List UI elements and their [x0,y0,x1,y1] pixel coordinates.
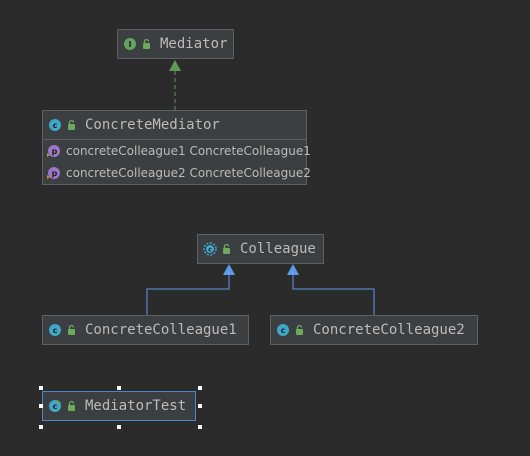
selection-handle[interactable] [39,404,43,408]
edge-extends-arrowhead [287,264,299,275]
member-text: concreteColleague2 ConcreteColleague2 [66,166,311,180]
edge-extends-arrowhead [223,264,235,275]
selection-handle[interactable] [39,425,43,429]
svg-text:p: p [52,147,58,156]
uml-node-mediator-test[interactable]: c MediatorTest [42,391,196,421]
selection-handle[interactable] [39,386,43,390]
node-header: I Mediator [118,30,233,58]
selection-handle[interactable] [198,425,202,429]
svg-text:p: p [52,169,58,178]
uml-node-mediator[interactable]: I Mediator [117,29,234,59]
property-icon: p [47,145,60,157]
class-icon: c [277,324,289,336]
edge-implements-arrowhead [169,60,181,71]
lock-icon [68,119,75,130]
node-name: ConcreteColleague1 [85,322,237,338]
node-header: c ConcreteColleague2 [271,316,477,344]
uml-node-colleague[interactable]: c Colleague [197,234,324,264]
node-header: c MediatorTest [43,392,195,420]
node-name: Mediator [160,36,228,52]
lock-icon [68,324,75,335]
uml-node-concrete-colleague2[interactable]: c ConcreteColleague2 [270,315,478,345]
selection-handle[interactable] [117,425,121,429]
member-text: concreteColleague1 ConcreteColleague1 [66,144,311,158]
property-icon: p [47,167,60,179]
member-row[interactable]: p concreteColleague2 ConcreteColleague2 [43,162,311,184]
node-header: c Colleague [198,235,323,263]
edge-extends-line[interactable] [146,274,230,315]
node-name: MediatorTest [85,398,187,414]
svg-text:c: c [281,326,286,335]
class-icon: c [49,324,61,336]
abstract-class-icon: c [203,242,217,256]
svg-text:c: c [53,121,58,130]
interface-icon: I [124,38,136,50]
selection-handle[interactable] [117,386,121,390]
lock-icon [223,243,230,254]
svg-text:c: c [53,326,58,335]
selection-handle[interactable] [198,386,202,390]
node-name: Colleague [240,241,316,257]
node-name: ConcreteMediator [85,117,220,133]
class-main-icon: c [49,400,61,412]
svg-text:c: c [53,402,58,411]
uml-node-concrete-mediator[interactable]: c ConcreteMediator p concreteColleague1 Con… [42,110,311,185]
svg-text:I: I [129,40,132,49]
member-row[interactable]: p concreteColleague1 ConcreteColleague1 [43,140,311,162]
lock-icon [143,38,150,49]
selection-handle[interactable] [198,404,202,408]
edge-extends-line[interactable] [292,274,375,315]
node-name: ConcreteColleague2 [313,322,465,338]
node-header: c ConcreteMediator [43,111,306,139]
uml-node-concrete-colleague1[interactable]: c ConcreteColleague1 [42,315,249,345]
class-icon: c [49,119,61,131]
svg-text:c: c [208,246,212,254]
node-header: c ConcreteColleague1 [43,316,248,344]
lock-icon [296,324,303,335]
lock-icon [68,400,75,411]
